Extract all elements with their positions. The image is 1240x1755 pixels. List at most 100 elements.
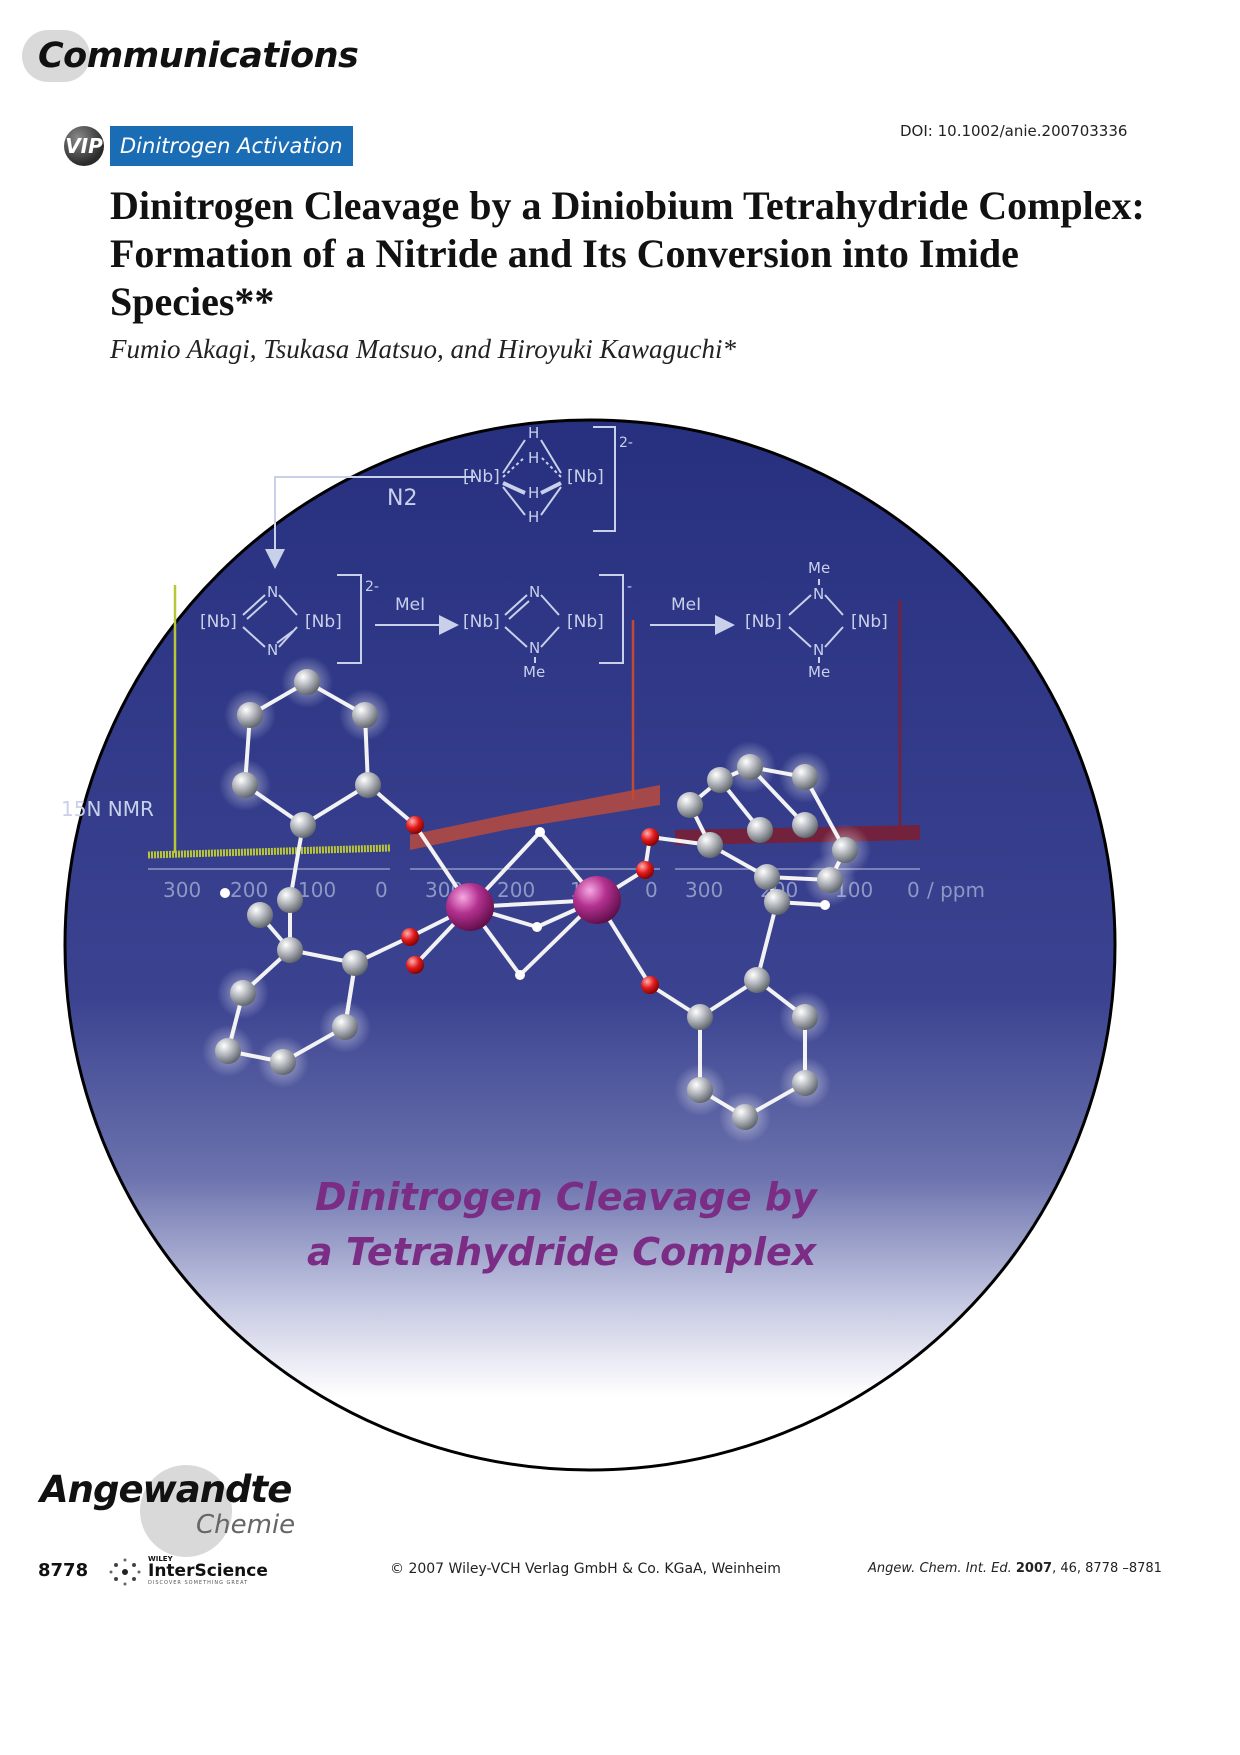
ppm-tick: 200 (230, 878, 268, 902)
carbon-atom (792, 1004, 818, 1030)
nb-label: [Nb] (851, 612, 888, 632)
bracket (593, 426, 616, 532)
page-number: 8778 (38, 1560, 89, 1581)
caption-line-1: Dinitrogen Cleavage by (315, 1175, 819, 1219)
carbon-atom (792, 1070, 818, 1096)
citation-year: 2007 (1015, 1561, 1053, 1576)
reagent-label: MeI (395, 595, 425, 615)
carbon-atom (744, 967, 770, 993)
h-label: H (528, 424, 539, 442)
graphic-caption: Dinitrogen Cleavage by a Tetrahydride Co… (307, 1175, 819, 1274)
bracket (599, 574, 624, 664)
carbon-atom (792, 812, 818, 838)
carbon-atom (277, 937, 303, 963)
me-label: Me (808, 559, 830, 577)
n2-label: N2 (387, 486, 417, 511)
carbon-atom (332, 1014, 358, 1040)
copyright-notice: © 2007 Wiley-VCH Verlag GmbH & Co. KGaA,… (390, 1561, 781, 1577)
hydride-atom (535, 827, 545, 837)
niobium-atom (573, 876, 621, 924)
caption-line-2: a Tetrahydride Complex (307, 1230, 818, 1274)
hydride-atom (220, 888, 230, 898)
nb-label: [Nb] (463, 467, 500, 487)
hydride-atoms (220, 827, 830, 980)
n2-arrow (265, 476, 475, 569)
n-label: N (529, 583, 540, 601)
carbon-atom (732, 1104, 758, 1130)
charge-label: 2- (619, 435, 633, 451)
dinitride-complex: [Nb] [Nb] N N 2- (200, 574, 379, 664)
carbon-atom (817, 867, 843, 893)
carbon-atom (352, 702, 378, 728)
hydride-atom (515, 970, 525, 980)
interscience-logo[interactable]: WILEY InterScience DISCOVER SOMETHING GR… (108, 1555, 278, 1589)
carbon-atom (232, 772, 258, 798)
carbon-atom (792, 764, 818, 790)
carbon-atom (355, 772, 381, 798)
bis-imide-complex: [Nb] [Nb] Me N N Me (745, 559, 888, 681)
ppm-tick: 0 (375, 878, 388, 902)
carbon-atoms (215, 669, 858, 1130)
carbon-atom (677, 792, 703, 818)
carbon-atom (832, 837, 858, 863)
interscience-brand: InterScience (148, 1561, 268, 1581)
doi-link[interactable]: DOI: 10.1002/anie.200703336 (900, 122, 1128, 140)
me-label: Me (808, 663, 830, 681)
carbon-atom (687, 1004, 713, 1030)
journal-logo-sub: Chemie (196, 1510, 296, 1540)
interscience-wiley: WILEY (148, 1555, 173, 1563)
article-authors: Fumio Akagi, Tsukasa Matsuo, and Hiroyuk… (110, 334, 736, 364)
nmr-label: 15N NMR (61, 797, 154, 821)
carbon-atom (342, 950, 368, 976)
h-label: H (528, 449, 539, 467)
nb-label: [Nb] (463, 612, 500, 632)
carbon-atom (215, 1038, 241, 1064)
section-label-background (22, 30, 90, 82)
carbon-atom (294, 669, 320, 695)
topic-tag: Dinitrogen Activation (110, 126, 353, 166)
vip-badge: VIP (64, 126, 104, 166)
charge-label: - (627, 579, 632, 595)
oxygen-atom (636, 861, 654, 879)
oxygen-atoms (401, 816, 659, 994)
nb-label: [Nb] (745, 612, 782, 632)
article-title: Dinitrogen Cleavage by a Diniobium Tetra… (110, 183, 1145, 324)
journal-logo: Angewandte (40, 1468, 292, 1511)
n-label: N (813, 585, 824, 603)
niobium-atoms (446, 876, 621, 931)
charge-label: 2- (365, 579, 379, 595)
me-label: Me (523, 663, 545, 681)
carbon-atom (707, 767, 733, 793)
nb-label: [Nb] (305, 612, 342, 632)
graphical-abstract: N2 [Nb] [Nb] H H H H 2- [Nb] [Nb] N N 2- (61, 418, 1117, 1472)
carbon-atom (270, 1049, 296, 1075)
carbon-atom (247, 902, 273, 928)
section-label: Communications (38, 36, 359, 76)
citation: Angew. Chem. Int. Ed. 2007, 46, 8778 –87… (868, 1561, 1162, 1576)
carbon-atom (277, 887, 303, 913)
nb-label: [Nb] (567, 612, 604, 632)
journal-logo-background (140, 1465, 232, 1557)
carbon-atom (237, 702, 263, 728)
n-label: N (267, 583, 278, 601)
n-label: N (813, 641, 824, 659)
oxygen-atom (641, 976, 659, 994)
citation-journal: Angew. Chem. Int. Ed. (868, 1561, 1012, 1576)
reagent-label: MeI (671, 595, 701, 615)
ppm-tick: 200 (497, 878, 535, 902)
ppm-tick: 100 (298, 878, 336, 902)
ppm-tick: 300 (163, 878, 201, 902)
spectrum-1 (147, 844, 391, 859)
circle-background (63, 418, 1117, 1472)
carbon-atom (697, 832, 723, 858)
citation-volume-pages: , 46, 8778 –8781 (1052, 1561, 1162, 1576)
interscience-tagline: DISCOVER SOMETHING GREAT (148, 1580, 249, 1586)
ppm-unit: / ppm (927, 878, 985, 902)
n-label: N (529, 639, 540, 657)
carbon-atom (747, 817, 773, 843)
nitride-imide-complex: [Nb] [Nb] N N Me - (463, 574, 632, 681)
carbon-atom (230, 980, 256, 1006)
nmr-label-text: 15N NMR (61, 797, 154, 821)
h-label: H (528, 508, 539, 526)
molecular-model (202, 656, 871, 1143)
